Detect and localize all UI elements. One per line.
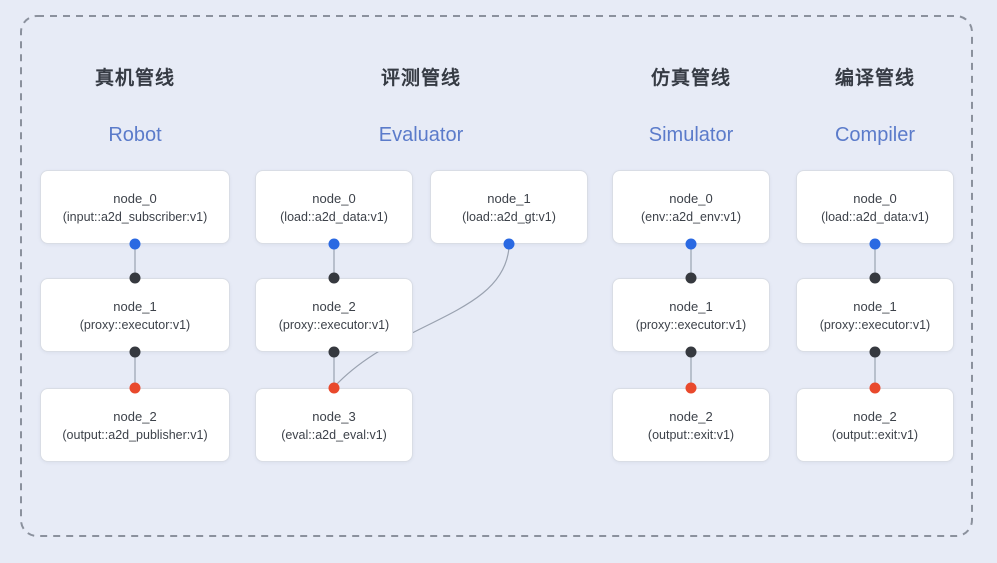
node-name: node_2 [853, 408, 897, 424]
node-name: node_1 [853, 298, 897, 314]
port-dot-red [869, 382, 881, 394]
node-type: (load::a2d_data:v1) [280, 209, 388, 224]
port-dot-black [129, 346, 141, 358]
pipeline-title-cn-evaluator: 评测管线 [380, 68, 461, 89]
port-dot-black [869, 272, 881, 284]
node-name: node_3 [312, 408, 356, 424]
robot-node-0-box: node_0 (input::a2d_subscriber:v1) [40, 170, 230, 244]
node-name: node_2 [669, 408, 713, 424]
simulator-node-0-box: node_0 (env::a2d_env:v1) [612, 170, 770, 244]
pipeline-title-cn-simulator: 仿真管线 [650, 68, 731, 89]
node-name: node_1 [113, 298, 157, 314]
node-type: (proxy::executor:v1) [819, 317, 931, 332]
evaluator-node-1-box: node_1 (load::a2d_gt:v1) [430, 170, 588, 244]
simulator-node-1-box: node_1 (proxy::executor:v1) [612, 278, 770, 352]
evaluator-node-0-box: node_0 (load::a2d_data:v1) [255, 170, 413, 244]
pipeline-title-cn-robot: 真机管线 [94, 68, 175, 89]
node-type: (proxy::executor:v1) [278, 317, 390, 332]
port-dot-black [685, 272, 697, 284]
port-dot-red [129, 382, 141, 394]
port-dot-blue [685, 238, 697, 250]
compiler-node-0-box: node_0 (load::a2d_data:v1) [796, 170, 954, 244]
port-dot-red [685, 382, 697, 394]
pipeline-title-cn-compiler: 编译管线 [834, 68, 915, 89]
node-name: node_2 [113, 408, 157, 424]
port-dot-black [129, 272, 141, 284]
robot-node-1-box: node_1 (proxy::executor:v1) [40, 278, 230, 352]
compiler-node-2-box: node_2 (output::exit:v1) [796, 388, 954, 462]
pipeline-title-en-compiler: Compiler [834, 124, 916, 146]
pipeline-title-en-evaluator: Evaluator [378, 124, 464, 146]
port-dot-blue [328, 238, 340, 250]
port-dot-red [328, 382, 340, 394]
port-dot-blue [869, 238, 881, 250]
port-dot-black [869, 346, 881, 358]
node-name: node_1 [669, 298, 713, 314]
port-dot-blue [503, 238, 515, 250]
node-name: node_0 [113, 190, 157, 206]
node-type: (eval::a2d_eval:v1) [281, 427, 387, 442]
simulator-node-2-box: node_2 (output::exit:v1) [612, 388, 770, 462]
node-type: (input::a2d_subscriber:v1) [62, 209, 208, 224]
node-type: (proxy::executor:v1) [635, 317, 747, 332]
evaluator-node-2-box: node_2 (proxy::executor:v1) [255, 278, 413, 352]
compiler-node-1-box: node_1 (proxy::executor:v1) [796, 278, 954, 352]
pipeline-title-en-robot: Robot [108, 124, 162, 146]
node-type: (env::a2d_env:v1) [640, 209, 742, 224]
node-name: node_2 [312, 298, 356, 314]
port-dot-black [685, 346, 697, 358]
port-dot-black [328, 346, 340, 358]
node-name: node_0 [312, 190, 356, 206]
node-type: (load::a2d_data:v1) [821, 209, 929, 224]
node-type: (output::exit:v1) [831, 427, 919, 442]
node-type: (output::exit:v1) [647, 427, 735, 442]
node-type: (output::a2d_publisher:v1) [62, 427, 208, 442]
port-dot-black [328, 272, 340, 284]
pipeline-title-en-simulator: Simulator [648, 124, 734, 146]
node-type: (load::a2d_gt:v1) [462, 209, 556, 224]
port-dot-blue [129, 238, 141, 250]
node-name: node_0 [853, 190, 897, 206]
node-type: (proxy::executor:v1) [79, 317, 191, 332]
node-name: node_1 [487, 190, 531, 206]
node-name: node_0 [669, 190, 713, 206]
evaluator-node-3-box: node_3 (eval::a2d_eval:v1) [255, 388, 413, 462]
robot-node-2-box: node_2 (output::a2d_publisher:v1) [40, 388, 230, 462]
